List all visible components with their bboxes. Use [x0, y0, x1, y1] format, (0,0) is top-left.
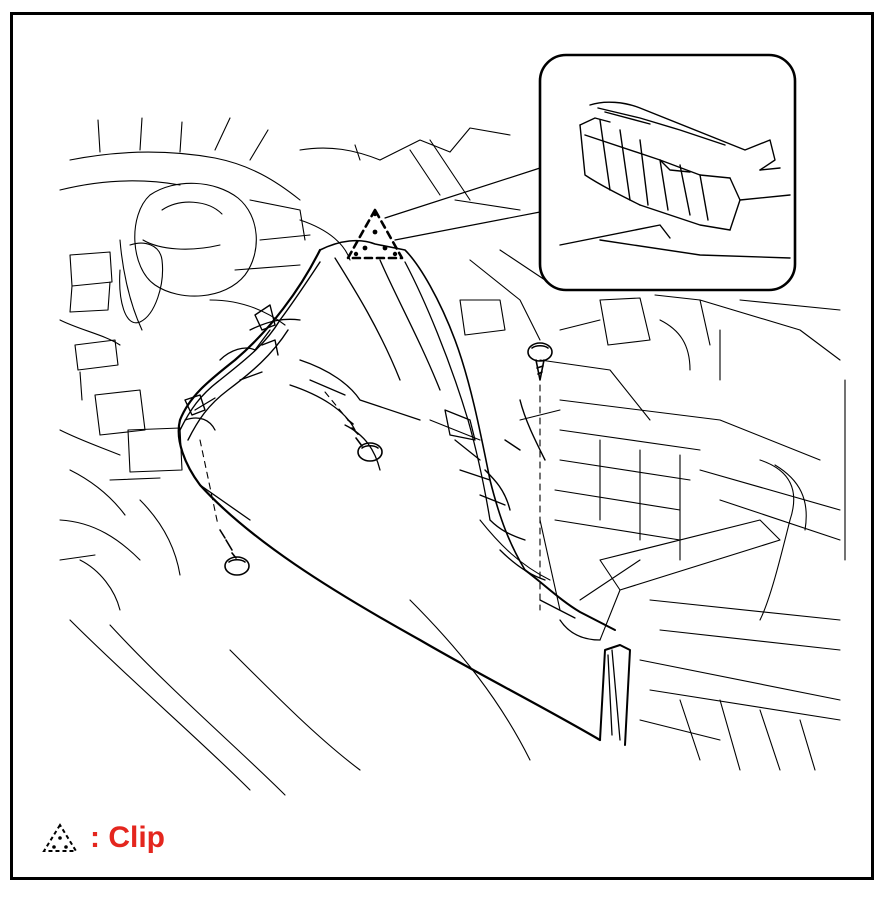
screw-lower-left — [219, 529, 250, 576]
clip-detail-callout — [538, 53, 797, 292]
wire-harness — [179, 261, 546, 511]
legend: : Clip — [40, 818, 165, 858]
legend-label: : Clip — [90, 821, 165, 854]
screw-upper-right — [527, 342, 553, 381]
callout-leader-lower — [394, 211, 541, 241]
screw-center-axis — [324, 391, 349, 421]
callout-leader-upper — [384, 167, 541, 219]
clip-marker-dots — [353, 211, 398, 257]
screw-lower-left-axis — [199, 439, 219, 526]
lower-trim-panel — [177, 239, 631, 746]
screw-center — [347, 419, 383, 462]
clip-marker — [346, 208, 404, 260]
clip-triangle-icon — [42, 823, 78, 852]
dashboard-background-lines — [59, 117, 846, 796]
